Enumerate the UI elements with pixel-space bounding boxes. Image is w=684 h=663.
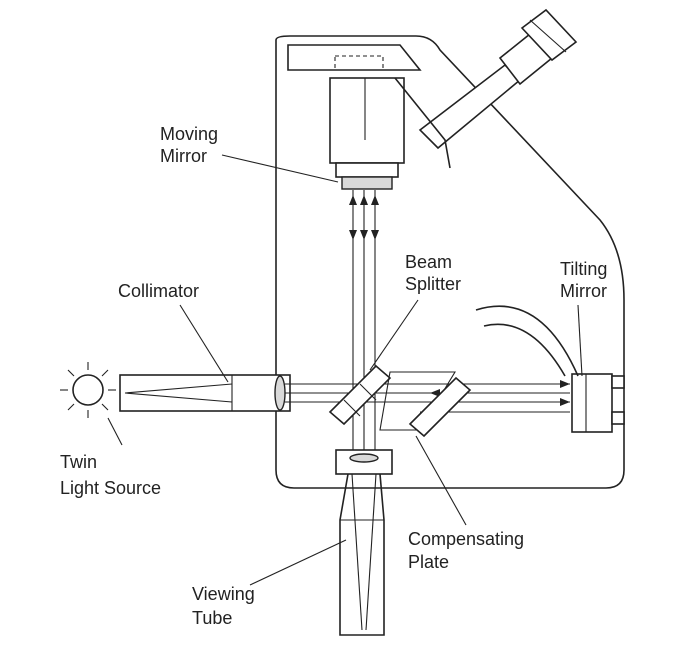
label-viewing-tube-1: Viewing — [192, 584, 255, 604]
label-tilting-mirror-2: Mirror — [560, 281, 607, 301]
top-bracket — [287, 44, 422, 71]
label-beam-splitter-2: Splitter — [405, 274, 461, 294]
tilting-mirror — [475, 305, 625, 433]
label-beam-splitter-1: Beam — [405, 252, 452, 272]
label-compensating-plate-2: Plate — [408, 552, 449, 572]
leader-lines — [107, 154, 583, 586]
label-collimator: Collimator — [118, 281, 199, 301]
label-viewing-tube-2: Tube — [192, 608, 232, 628]
label-moving-mirror-2: Mirror — [160, 146, 207, 166]
moving-mirror-assembly — [329, 77, 451, 190]
label-twin-light-source-2: Light Source — [60, 478, 161, 498]
moving-mirror — [341, 176, 393, 190]
compensating-plate — [379, 371, 472, 438]
beam-splitter — [328, 364, 392, 426]
label-twin-light-source-1: Twin — [60, 452, 97, 472]
collimator-tube — [119, 374, 291, 412]
instrument-housing — [275, 35, 625, 489]
label-moving-mirror-1: Moving — [160, 124, 218, 144]
eyepiece — [418, 8, 578, 150]
light-source-icon — [60, 362, 116, 418]
viewing-tube — [335, 449, 393, 636]
label-compensating-plate-1: Compensating — [408, 529, 524, 549]
label-tilting-mirror-1: Tilting — [560, 259, 607, 279]
